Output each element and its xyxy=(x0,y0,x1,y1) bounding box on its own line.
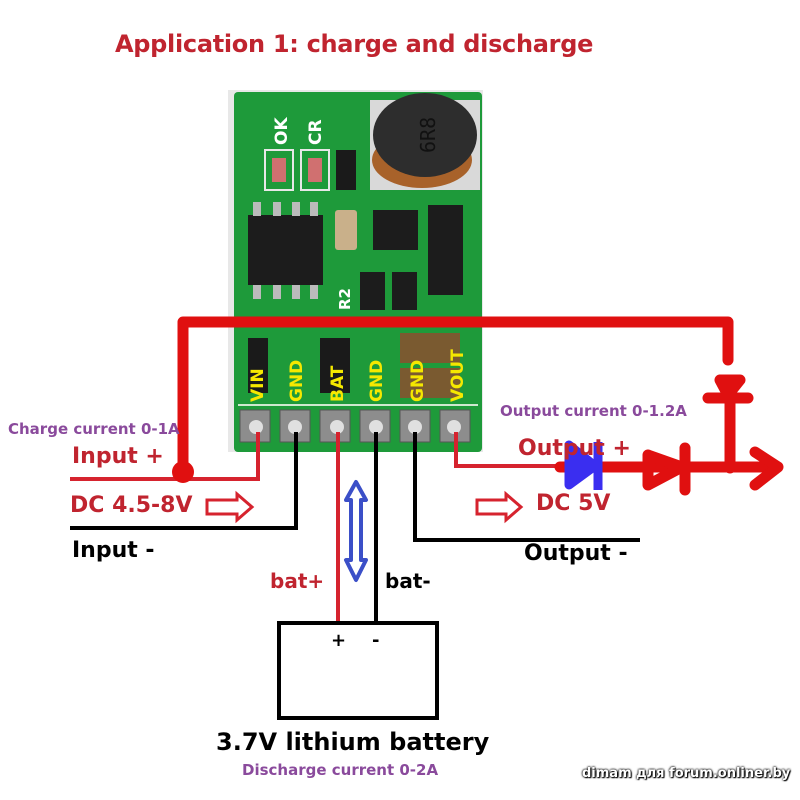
diode-smd xyxy=(428,205,463,295)
diode-vertical-icon xyxy=(714,374,746,401)
pin-label-gnd-2: GND xyxy=(367,360,387,402)
output-current-label: Output current 0-1.2A xyxy=(500,402,687,420)
led-cr xyxy=(300,149,330,191)
charge-current-label: Charge current 0-1A xyxy=(8,420,180,438)
led-label-ok: OK xyxy=(272,117,292,145)
output-plus-label: Output + xyxy=(518,436,631,461)
input-minus-wire xyxy=(70,432,298,530)
input-plus-wire xyxy=(70,432,260,481)
pin-label-vout: VOUT xyxy=(448,349,468,402)
transistor xyxy=(373,210,418,250)
blue-diode-icon xyxy=(564,440,603,490)
battery-minus-sign: - xyxy=(372,630,380,651)
watermark: dimam для forum.onliner.by xyxy=(582,766,791,781)
inductor-marking: 6R8 xyxy=(416,117,440,153)
resistor-1913 xyxy=(392,272,417,310)
pin-label-vin: VIN xyxy=(248,368,268,402)
battery-plus-sign: + xyxy=(331,630,347,651)
pcb-module: 6R8 OK CR R2 VIN GND BAT xyxy=(228,90,483,452)
led-label-cr: CR xyxy=(306,119,326,145)
input-voltage-label: DC 4.5-8V xyxy=(70,493,193,518)
output-minus-wire xyxy=(413,432,640,542)
battery-name: 3.7V lithium battery xyxy=(216,728,490,756)
battery-box xyxy=(277,621,439,720)
input-plus-label: Input + xyxy=(72,444,164,469)
output-minus-label: Output - xyxy=(524,541,628,566)
pin-label-gnd-3: GND xyxy=(408,360,428,402)
diode-horizontal-icon xyxy=(642,449,688,491)
resistor-label: R2 xyxy=(336,288,354,310)
output-arrow-icon xyxy=(475,490,524,524)
capacitor xyxy=(335,210,357,250)
input-minus-label: Input - xyxy=(72,538,155,563)
bidirectional-arrow-icon xyxy=(344,480,368,582)
ic-chip xyxy=(248,202,323,299)
junction-dot xyxy=(172,461,194,483)
bat-minus-label: bat- xyxy=(385,569,431,593)
output-plus-wire xyxy=(454,432,560,468)
diagram-title: Application 1: charge and discharge xyxy=(115,30,594,58)
pin-label-gnd-1: GND xyxy=(287,360,307,402)
discharge-current-label: Discharge current 0-2A xyxy=(242,761,439,779)
inductor: 6R8 xyxy=(370,93,480,190)
input-arrow-icon xyxy=(205,490,255,524)
output-voltage-label: DC 5V xyxy=(536,491,611,516)
bat-plus-label: bat+ xyxy=(270,569,325,593)
pin-label-bat: BAT xyxy=(328,365,348,402)
led-ok xyxy=(264,149,294,191)
resistor-472 xyxy=(336,150,356,190)
resistor-1002 xyxy=(360,272,385,310)
